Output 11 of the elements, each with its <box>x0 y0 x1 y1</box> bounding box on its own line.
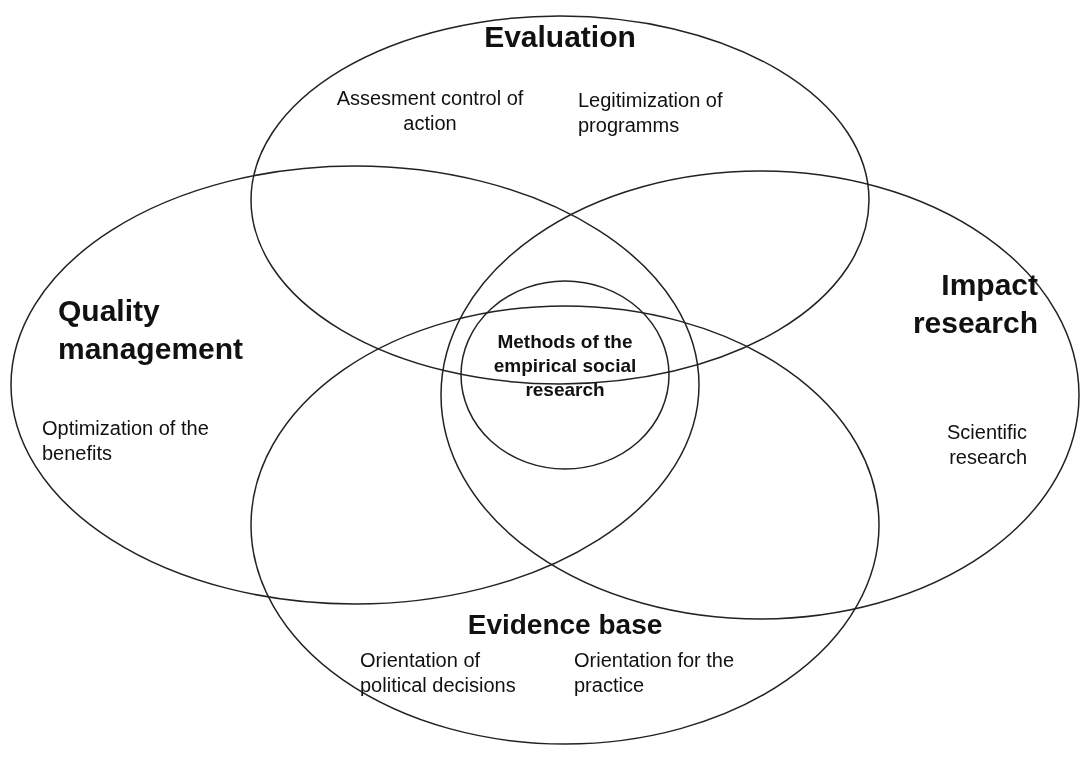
body-text: Orientation for the practice <box>574 648 736 698</box>
body-text: Orientation of political decisions <box>360 648 517 698</box>
body-text: Assesment control of action <box>335 86 525 136</box>
heading-text: Evaluation <box>483 19 637 55</box>
heading-text: Impact research <box>911 267 1038 341</box>
body-text: Legitimization of programms <box>578 88 724 138</box>
body-text: Scientific research <box>945 420 1027 470</box>
center-label: Methods of the empirical social research <box>492 330 638 402</box>
heading-text: Evidence base <box>466 608 664 642</box>
heading-text: Quality management <box>58 293 245 367</box>
body-text: Optimization of the benefits <box>42 416 210 466</box>
